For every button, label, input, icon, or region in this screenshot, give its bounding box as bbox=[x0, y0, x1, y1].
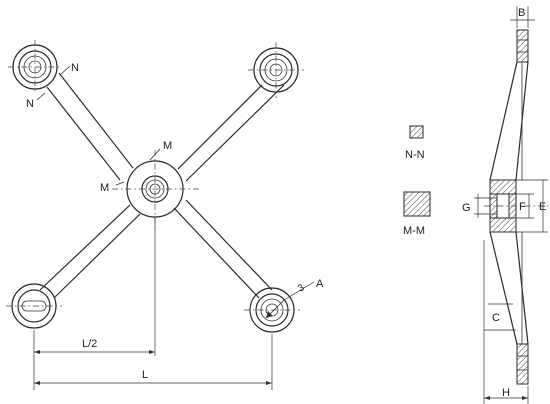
section-mm-label: M-M bbox=[403, 225, 425, 237]
section-n-marker: N N bbox=[26, 62, 79, 110]
spider-arms bbox=[39, 72, 285, 299]
dim-f-label: F bbox=[519, 201, 526, 213]
dim-b-label: B bbox=[518, 7, 525, 19]
hole-note-a: A bbox=[316, 278, 324, 290]
section-n-top-label: N bbox=[71, 62, 79, 74]
dimension-half-length: L/2 bbox=[33, 218, 156, 390]
dimension-length: L bbox=[34, 334, 273, 390]
section-nn-view: N-N bbox=[405, 125, 425, 161]
centerlines bbox=[6, 40, 304, 311]
dim-half-length-label: L/2 bbox=[82, 338, 97, 350]
side-view: B G F E C bbox=[462, 6, 548, 404]
section-m-marker: M M bbox=[100, 140, 172, 194]
hub-section bbox=[484, 179, 548, 233]
hole-note-number: 3 bbox=[296, 282, 307, 295]
section-m-top-label: M bbox=[163, 140, 172, 152]
dim-c-label: C bbox=[492, 312, 500, 324]
section-n-bottom-label: N bbox=[26, 98, 34, 110]
section-mm-view: M-M bbox=[403, 191, 431, 237]
dim-g-label: G bbox=[462, 202, 471, 214]
section-nn-label: N-N bbox=[405, 149, 425, 161]
dimension-f: F bbox=[516, 193, 534, 219]
section-m-bottom-label: M bbox=[100, 182, 109, 194]
dimension-b: B bbox=[510, 6, 535, 28]
dimension-g: G bbox=[462, 194, 497, 218]
dim-e-label: E bbox=[539, 201, 546, 213]
hole-callout: 3 A bbox=[265, 278, 324, 319]
dim-length-label: L bbox=[142, 369, 148, 381]
front-view: N N M M 3 A L/2 bbox=[6, 40, 324, 390]
dimension-c: C bbox=[484, 303, 516, 331]
dimension-e: E bbox=[516, 179, 548, 233]
dim-h-label: H bbox=[502, 387, 510, 399]
dimension-h: H bbox=[483, 240, 529, 404]
